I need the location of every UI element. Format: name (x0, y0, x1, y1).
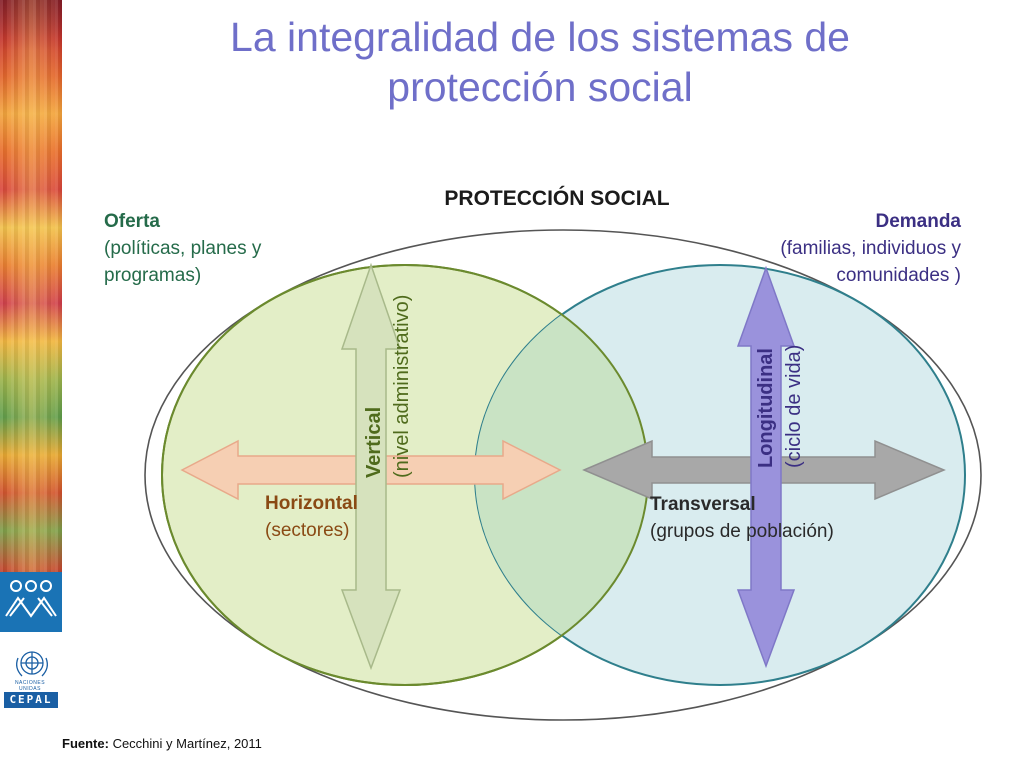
horizontal-title: Horizontal (265, 493, 358, 514)
horizontal-label: Horizontal (sectores) (265, 490, 358, 544)
source-label: Fuente: (62, 736, 109, 751)
oferta-desc-line-1: (políticas, planes y (104, 238, 262, 259)
people-logo-icon (5, 580, 57, 618)
source-citation: Fuente: Cecchini y Martínez, 2011 (62, 736, 262, 751)
transversal-label: Transversal (grupos de población) (650, 491, 834, 545)
slide-title-line-1: La integralidad de los sistemas de (230, 14, 850, 60)
un-emblem-icon (16, 651, 48, 677)
institution-logo-band (0, 572, 62, 632)
longitudinal-arrow (736, 265, 796, 669)
longitudinal-sublabel: (ciclo de vida) (783, 345, 805, 468)
un-label: NACIONES UNIDAS (14, 680, 46, 692)
oferta-title: Oferta (104, 211, 160, 232)
vertical-sublabel: (nivel administrativo) (391, 295, 413, 478)
demanda-title: Demanda (875, 211, 961, 232)
diagram-heading: PROTECCIÓN SOCIAL (444, 187, 670, 210)
vertical-label: Vertical (363, 407, 385, 478)
demanda-label: Demanda (familias, individuos y comunida… (730, 208, 961, 289)
un-emblem (6, 648, 58, 720)
slide-title-line-2: protección social (387, 64, 693, 110)
sidebar-decoration (0, 0, 62, 632)
transversal-title: Transversal (650, 494, 756, 515)
demanda-desc-line-2: comunidades ) (836, 265, 961, 286)
demanda-desc-line-1: (familias, individuos y (780, 238, 961, 259)
vertical-arrow (340, 262, 402, 671)
overlap-region (475, 265, 648, 685)
cepal-logo-text: CEPAL (4, 692, 58, 708)
slide-title: La integralidad de los sistemas de prote… (120, 12, 960, 112)
transversal-desc: (grupos de población) (650, 521, 834, 542)
outer-ellipse (144, 229, 982, 721)
oferta-desc-line-2: programas) (104, 265, 202, 286)
horizontal-desc: (sectores) (265, 520, 350, 541)
oferta-label: Oferta (políticas, planes y programas) (104, 208, 261, 289)
longitudinal-label: Longitudinal (755, 348, 777, 468)
source-text: Cecchini y Martínez, 2011 (108, 736, 262, 751)
